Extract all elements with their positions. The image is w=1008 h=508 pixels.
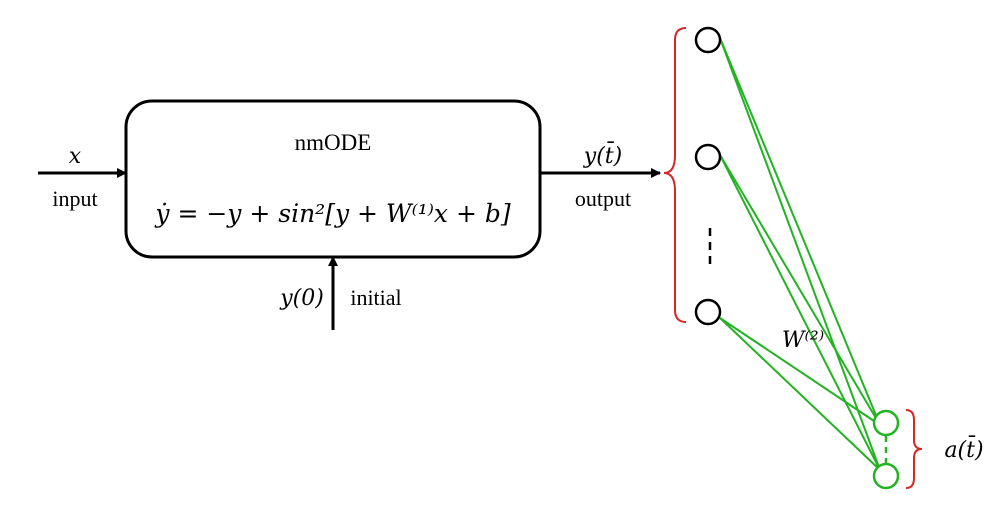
initial-symbol: y(0) xyxy=(279,286,324,311)
output-node xyxy=(872,409,900,437)
hidden-layer-brace xyxy=(663,27,687,323)
weight-edges xyxy=(719,37,881,471)
initial-label: initial xyxy=(350,285,401,310)
hidden-node xyxy=(694,298,722,326)
weight-label: W⁽²⁾ xyxy=(782,328,824,353)
output-node xyxy=(872,462,900,490)
input-label: input xyxy=(52,186,97,211)
ode-block xyxy=(124,99,542,259)
block-equation: ẏ = −y + sin²[y + W⁽¹⁾x + b] xyxy=(154,199,510,228)
block-title: nmODE xyxy=(295,130,372,155)
output-symbol: y(t̄) xyxy=(583,141,622,169)
input-symbol: x xyxy=(69,144,82,169)
hidden-node xyxy=(694,26,722,54)
network-output-symbol: a(t̄) xyxy=(944,435,983,463)
output-label: output xyxy=(575,186,631,211)
output-layer-brace xyxy=(905,409,923,489)
hidden-node xyxy=(694,143,722,171)
